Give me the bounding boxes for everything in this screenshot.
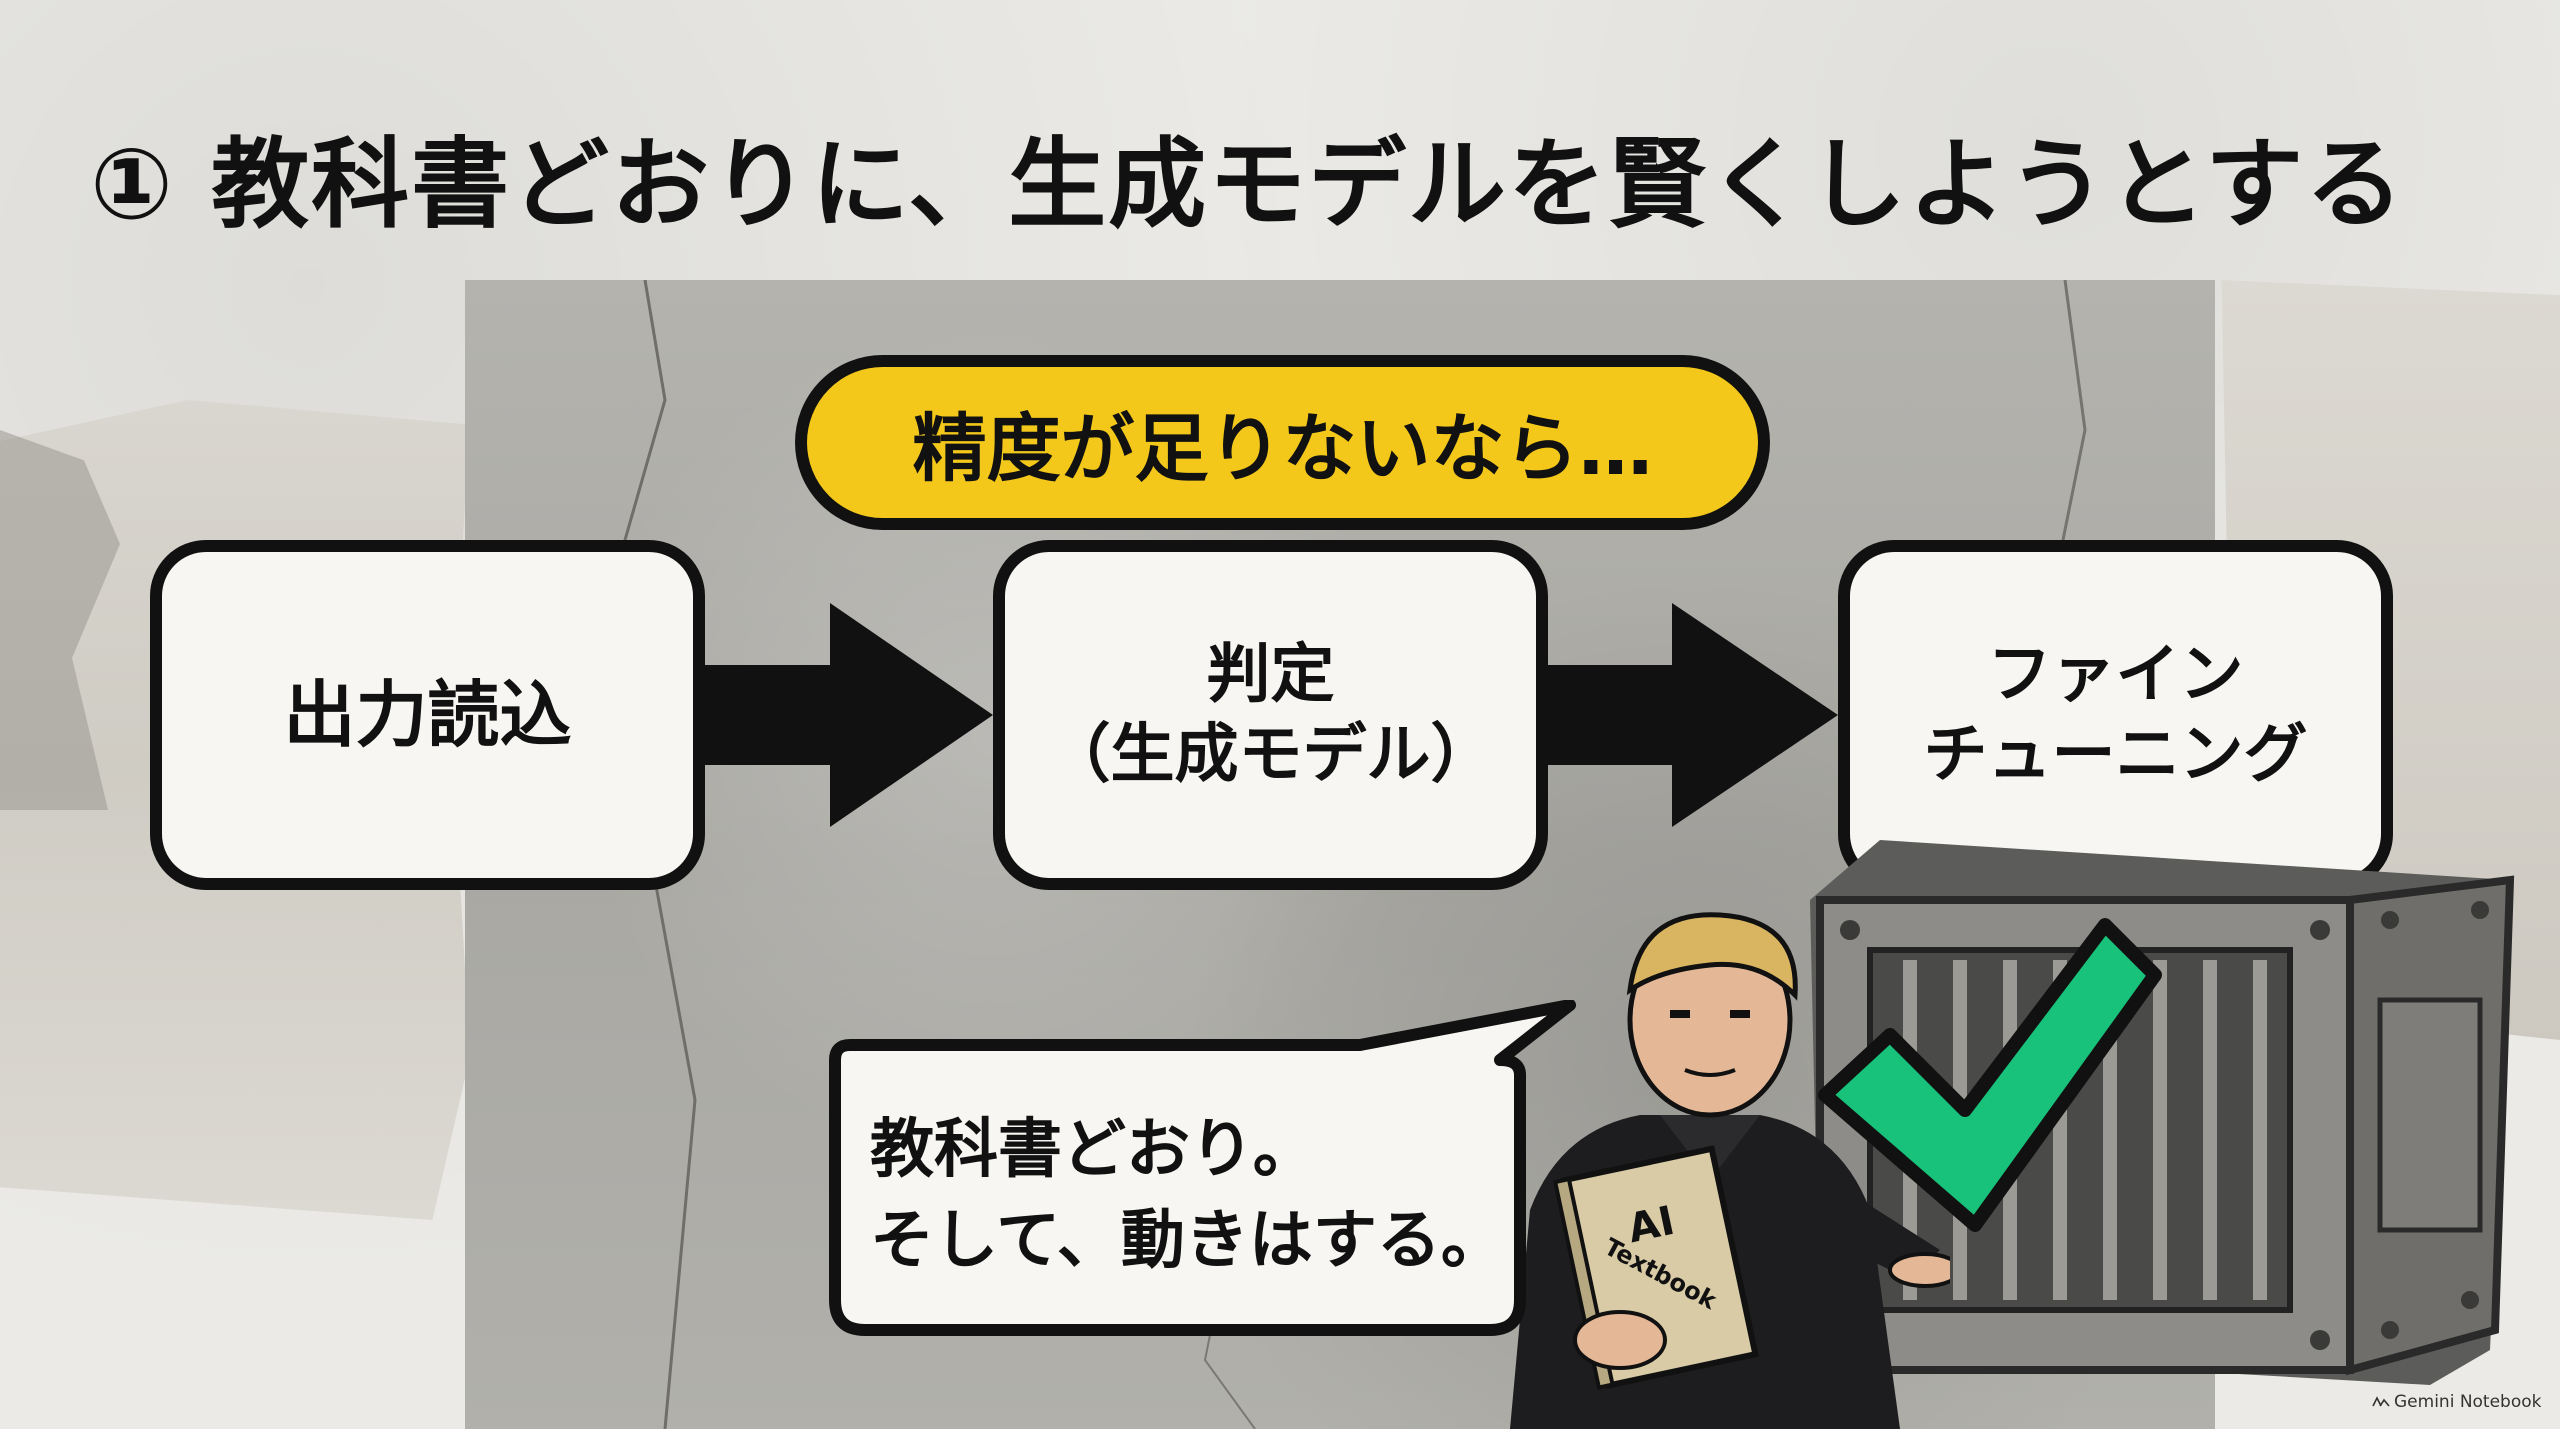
- banner-label: 精度が足りないなら…: [912, 406, 1653, 492]
- precision-banner: 精度が足りないなら…: [795, 355, 1770, 530]
- step-judgement: 判定 （生成モデル）: [993, 540, 1548, 890]
- step-fine-tuning: ファイン チューニング: [1838, 540, 2393, 890]
- step-label: ファイン: [1987, 638, 2244, 712]
- speech-line: そして、動きはする。: [870, 1203, 1505, 1278]
- watermark: Gemini Notebook: [2372, 1392, 2552, 1416]
- step-output-read: 出力読込: [150, 540, 705, 890]
- book-title: AI: [1624, 1198, 1678, 1253]
- speech-bubble: [829, 1000, 1576, 1336]
- watermark-icon: [2372, 1396, 2390, 1407]
- slide-title: ① 教科書どおりに、生成モデルを賢くしようとする: [90, 128, 2406, 242]
- watermark-text: Gemini Notebook: [2394, 1392, 2542, 1412]
- speech-text: 教科書どおり。 そして、動きはする。: [870, 1105, 1510, 1287]
- step-sublabel: チューニング: [1923, 718, 2308, 792]
- right-arrow-icon: [1548, 603, 1838, 827]
- checkmark-icon: [1818, 918, 2162, 1232]
- vault-icon: [1810, 840, 2515, 1385]
- right-arrow-icon: [705, 603, 993, 827]
- speech-line: 教科書どおり。: [870, 1113, 1317, 1187]
- step-sublabel: （生成モデル）: [1046, 718, 1495, 792]
- presenter-illustration: AI Textbook: [1510, 912, 1950, 1429]
- step-label: 出力読込: [283, 673, 572, 757]
- step-label: 判定: [1206, 638, 1335, 712]
